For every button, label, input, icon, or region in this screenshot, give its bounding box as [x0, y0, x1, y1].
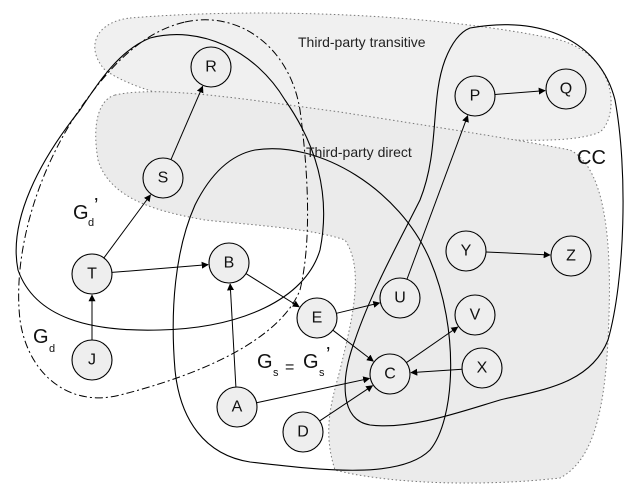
node-r-label: R	[205, 59, 217, 76]
edge-a-c	[256, 376, 371, 404]
node-j: J	[71, 339, 113, 381]
gs-label-eq: =	[285, 359, 294, 376]
node-d-label: D	[297, 424, 309, 441]
edge-a-b	[227, 283, 237, 388]
node-c: C	[369, 353, 411, 395]
gs-prime-label-sub: s	[319, 367, 325, 379]
node-t: T	[71, 253, 113, 295]
node-a-label: A	[232, 399, 243, 416]
edge-p-q	[494, 87, 546, 95]
gs-equals-label: G s = G s ’	[257, 344, 330, 379]
edge-t-b	[111, 261, 209, 273]
edge-d-c	[319, 385, 374, 422]
node-j-label: J	[88, 352, 96, 369]
node-y: Y	[445, 230, 487, 272]
node-e-label: E	[312, 310, 323, 327]
gs-label-main: G	[257, 351, 273, 373]
edge-u-p	[406, 115, 469, 280]
node-d: D	[282, 411, 324, 453]
cc-region	[344, 24, 624, 427]
node-q: Q	[545, 68, 587, 110]
node-s: S	[142, 157, 184, 199]
gd-region	[18, 19, 309, 399]
node-q-label: Q	[560, 81, 572, 98]
edge-s-r	[170, 85, 204, 160]
gd-label-sub: d	[49, 343, 55, 355]
node-a: A	[216, 386, 258, 428]
node-e: E	[296, 297, 338, 339]
node-u: U	[379, 277, 421, 319]
edges	[88, 85, 551, 422]
node-y-label: Y	[461, 243, 472, 260]
node-c-label: C	[384, 366, 396, 383]
node-u-label: U	[394, 290, 406, 307]
node-v-label: V	[470, 307, 481, 324]
node-t-label: T	[87, 266, 97, 283]
edge-t-s	[103, 194, 151, 259]
gd-prime-label: G d ’	[73, 195, 98, 229]
gd-prime-label-sub: d	[88, 217, 94, 229]
gs-prime-label-mark: ’	[326, 344, 330, 366]
gd-prime-label-mark: ’	[94, 195, 98, 217]
gd-prime-label-main: G	[73, 202, 89, 224]
third-party-transitive-label: Third-party transitive	[298, 34, 426, 50]
node-z: Z	[550, 235, 592, 277]
edge-c-v	[406, 326, 459, 364]
edge-b-e	[245, 273, 300, 308]
gs-label-sub: s	[273, 367, 279, 379]
gs-region	[172, 148, 452, 471]
edge-e-c	[332, 329, 374, 362]
gd-label-main: G	[33, 326, 49, 348]
cc-label: CC	[577, 147, 606, 169]
node-p: P	[454, 75, 496, 117]
node-r: R	[190, 46, 232, 88]
gd-label: G d	[33, 326, 55, 355]
edge-x-c	[410, 368, 463, 376]
node-v: V	[454, 294, 496, 336]
edge-y-z	[485, 251, 551, 259]
node-b: B	[208, 242, 250, 284]
node-x-label: X	[477, 360, 488, 377]
node-p-label: P	[470, 88, 481, 105]
gd-prime-region	[15, 34, 325, 331]
third-party-direct-label: Third-party direct	[306, 144, 412, 160]
node-x: X	[461, 347, 503, 389]
edge-e-u	[336, 300, 381, 314]
node-s-label: S	[158, 170, 169, 187]
node-b-label: B	[224, 255, 235, 272]
node-z-label: Z	[566, 248, 576, 265]
gs-prime-label-main: G	[303, 351, 319, 373]
